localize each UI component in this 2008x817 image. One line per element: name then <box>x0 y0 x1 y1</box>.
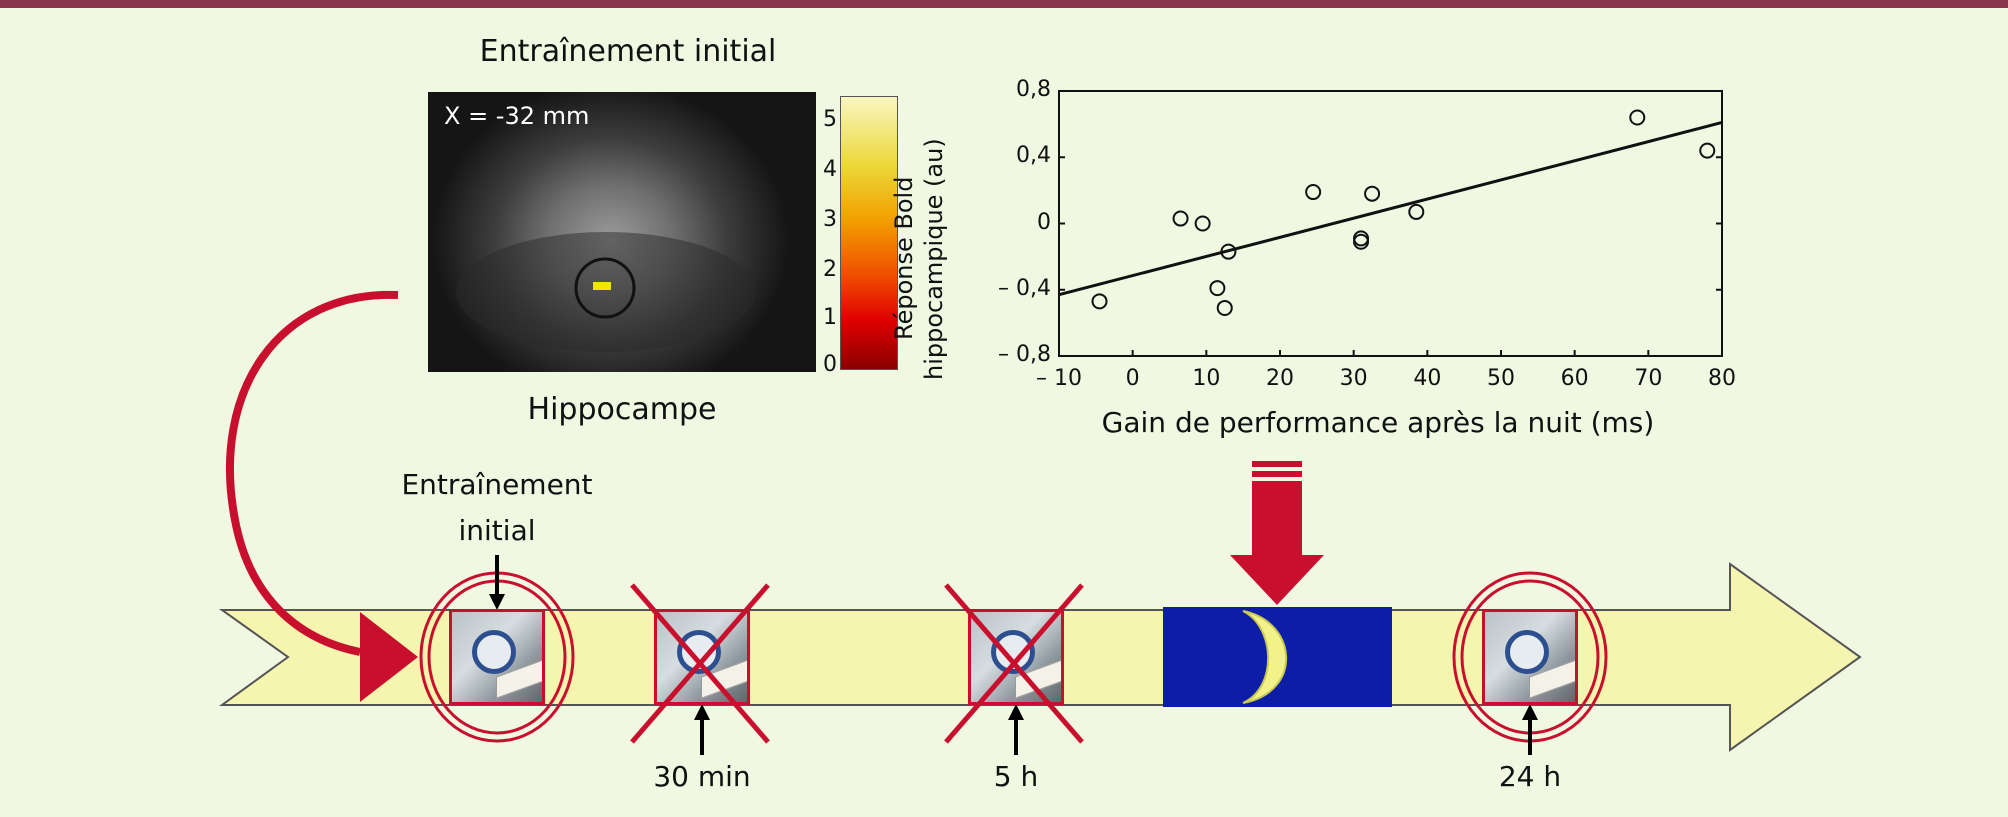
cross-5h-icon <box>946 585 1082 742</box>
night-block <box>1163 607 1392 707</box>
moon-icon <box>1163 607 1392 707</box>
cross-30min-icon <box>632 585 768 742</box>
